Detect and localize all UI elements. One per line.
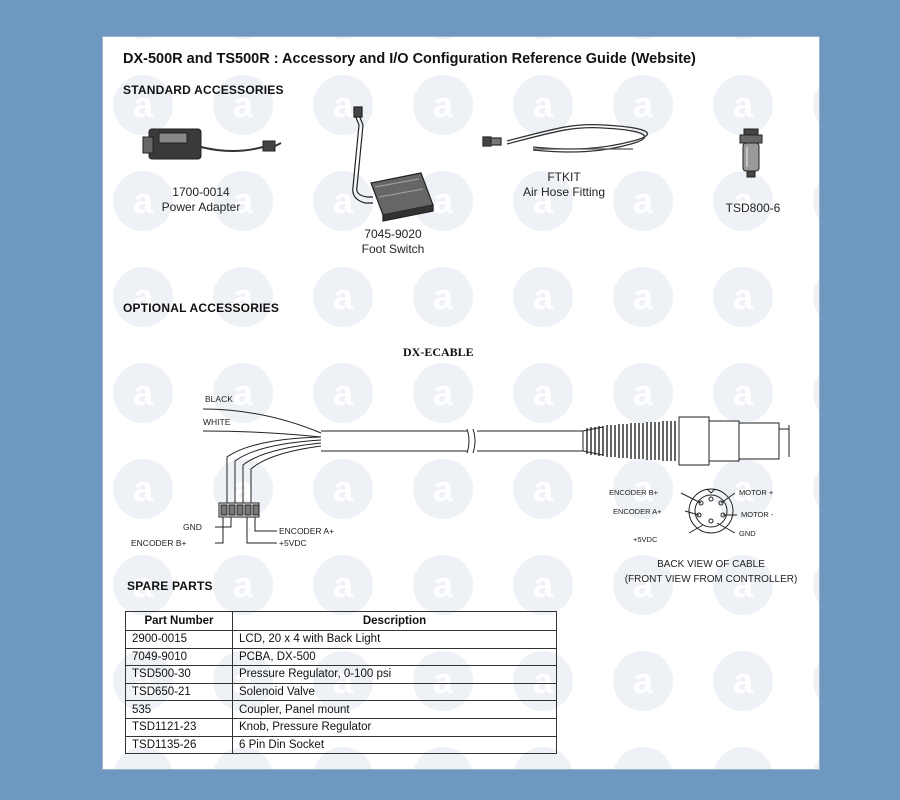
power-adapter-icon — [142, 128, 282, 160]
part-number-cell: 2900-0015 — [125, 630, 233, 649]
pin-label-motor-plus: MOTOR + — [739, 488, 774, 497]
description-cell: 6 Pin Din Socket — [232, 735, 557, 755]
part-number-cell: TSD650-21 — [125, 682, 233, 702]
cable-diagram — [202, 408, 790, 544]
power-adapter-label: 1700-0014 Power Adapter — [143, 185, 259, 215]
diagram-title: DX-ECABLE — [403, 345, 474, 359]
terminal-label-encoder-b: ENCODER B+ — [131, 538, 187, 548]
description-cell: Solenoid Valve — [232, 682, 557, 702]
view-caption: BACK VIEW OF CABLE (FRONT VIEW FROM CONT… — [611, 557, 811, 587]
spare-parts-heading: SPARE PARTS — [127, 579, 213, 593]
column-header-part-number: Part Number — [125, 611, 233, 631]
filter-icon — [739, 128, 763, 178]
terminal-label-gnd: GND — [183, 522, 202, 532]
table-row: TSD1135-26 6 Pin Din Socket — [125, 735, 557, 755]
description-cell: Coupler, Panel mount — [232, 700, 557, 719]
pin-label-encoder-b: ENCODER B+ — [609, 488, 658, 497]
pin-label-5v: +5VDC — [633, 535, 658, 544]
column-header-description: Description — [232, 611, 557, 631]
page-title: DX-500R and TS500R : Accessory and I/O C… — [123, 51, 696, 67]
terminal-label-encoder-a: ENCODER A+ — [279, 526, 335, 536]
foot-switch-name: Foot Switch — [361, 242, 425, 256]
foot-switch-icon — [352, 106, 434, 222]
power-adapter-name: Power Adapter — [161, 200, 241, 214]
pin-label-motor-minus: MOTOR - — [741, 510, 774, 519]
foot-switch-label: 7045-9020 Foot Switch — [335, 227, 451, 257]
spare-parts-table: Part Number Description 2900-0015 LCD, 2… — [125, 611, 557, 755]
power-adapter-part: 1700-0014 — [172, 185, 230, 199]
table-row: TSD650-21 Solenoid Valve — [125, 682, 557, 702]
part-number-cell: TSD1121-23 — [125, 717, 233, 737]
air-hose-part: FTKIT — [547, 170, 581, 184]
description-cell: Pressure Regulator, 0-100 psi — [232, 665, 557, 684]
part-number-cell: TSD1135-26 — [125, 735, 233, 755]
air-hose-name: Air Hose Fitting — [522, 185, 606, 199]
part-number-cell: TSD500-30 — [125, 665, 233, 684]
table-row: 2900-0015 LCD, 20 x 4 with Back Light — [125, 630, 557, 649]
part-number-cell: 7049-9010 — [125, 647, 233, 667]
air-hose-icon — [482, 123, 648, 153]
optional-accessories-heading: OPTIONAL ACCESSORIES — [123, 301, 280, 315]
wire-label-white: WHITE — [203, 417, 231, 427]
document-sheet: a DX-500R and TS500R : Accessory and I/O… — [102, 36, 820, 770]
table-row: 7049-9010 PCBA, DX-500 — [125, 647, 557, 667]
air-hose-label: FTKIT Air Hose Fitting — [499, 170, 629, 200]
table-row: TSD500-30 Pressure Regulator, 0-100 psi — [125, 665, 557, 684]
terminal-label-5v: +5VDC — [279, 538, 307, 548]
filter-part: TSD800-6 — [725, 201, 781, 215]
description-cell: PCBA, DX-500 — [232, 647, 557, 667]
foot-switch-part: 7045-9020 — [364, 227, 422, 241]
pin-label-encoder-a: ENCODER A+ — [613, 507, 662, 516]
description-cell: Knob, Pressure Regulator — [232, 717, 557, 737]
pin-label-gnd: GND — [739, 529, 756, 538]
standard-accessories-heading: STANDARD ACCESSORIES — [123, 83, 284, 97]
part-number-cell: 535 — [125, 700, 233, 719]
filter-label: TSD800-6 — [703, 201, 803, 216]
table-row: 535 Coupler, Panel mount — [125, 700, 557, 719]
description-cell: LCD, 20 x 4 with Back Light — [232, 630, 557, 649]
table-header-row: Part Number Description — [125, 611, 557, 631]
view-caption-line-1: BACK VIEW OF CABLE — [657, 559, 765, 570]
table-row: TSD1121-23 Knob, Pressure Regulator — [125, 717, 557, 737]
wire-label-black: BLACK — [205, 394, 233, 404]
view-caption-line-2: (FRONT VIEW FROM CONTROLLER) — [624, 574, 798, 585]
